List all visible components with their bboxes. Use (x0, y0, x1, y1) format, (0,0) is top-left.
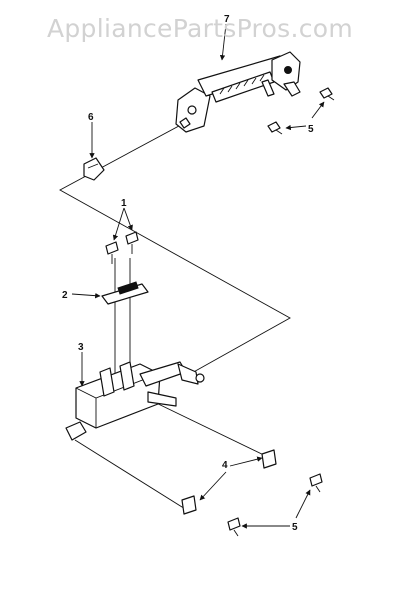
assembly-line-upper (59, 119, 291, 375)
screw-upper-left (267, 121, 283, 135)
screw-lower-left (227, 517, 241, 537)
cap-detail (87, 163, 99, 169)
screw-part-1-right (125, 231, 139, 254)
valve-arm-end (177, 363, 199, 385)
screws-upper (267, 87, 335, 135)
callout-3: 3 (78, 342, 84, 353)
valve-lever (283, 81, 301, 97)
spring-coils (219, 74, 265, 95)
valve-post-right (119, 361, 135, 391)
screw-upper-right (319, 87, 335, 101)
leader-part-1-b (123, 207, 133, 231)
shaft-end (179, 117, 191, 129)
leader-part-5-top-b (311, 101, 325, 119)
clip-right (261, 449, 277, 469)
callout-7: 7 (224, 14, 230, 25)
switch-plate (101, 281, 149, 305)
assembly-lines (59, 119, 291, 513)
valve-base-edges (75, 373, 159, 428)
valve-shaft-assembly (175, 51, 301, 133)
knob-cap (83, 157, 105, 181)
assembly-line-lower-left (74, 439, 191, 513)
valve-arm-pin (195, 373, 205, 383)
assembly-line-lower-right (149, 399, 271, 459)
callout-labels: 7 5 6 1 2 3 4 5 (62, 14, 314, 533)
leader-part-5-bottom-a (295, 489, 311, 519)
valve-head-knob (284, 66, 292, 74)
screws-part-1 (105, 231, 139, 264)
leader-part-4-b (199, 471, 227, 501)
leader-part-4-a (229, 456, 263, 467)
leader-part-7 (219, 23, 227, 61)
valve-inlet (65, 421, 87, 441)
clips-part-4 (181, 449, 277, 515)
leader-part-5-top-a (285, 124, 307, 131)
burner-valve-assembly (65, 361, 205, 441)
valve-tab-lower (147, 391, 177, 407)
screw-lower-right (309, 473, 323, 493)
valve-post-left (99, 367, 115, 397)
bracket-hole (187, 105, 197, 115)
callout-5-bottom: 5 (292, 522, 298, 533)
clip-left (181, 495, 197, 515)
contact-lines (121, 285, 135, 293)
callout-5-top: 5 (308, 124, 314, 135)
callout-1: 1 (121, 198, 127, 209)
screw-part-1-left (105, 241, 119, 264)
screws-lower (227, 473, 323, 537)
cap-body (83, 157, 105, 181)
callout-6: 6 (88, 112, 94, 123)
leader-part-1-a (112, 207, 125, 241)
callout-4: 4 (222, 460, 228, 471)
leader-arrows (71, 23, 325, 529)
leader-part-2 (71, 292, 101, 299)
valve-tab (261, 79, 275, 97)
callout-2: 2 (62, 290, 68, 301)
